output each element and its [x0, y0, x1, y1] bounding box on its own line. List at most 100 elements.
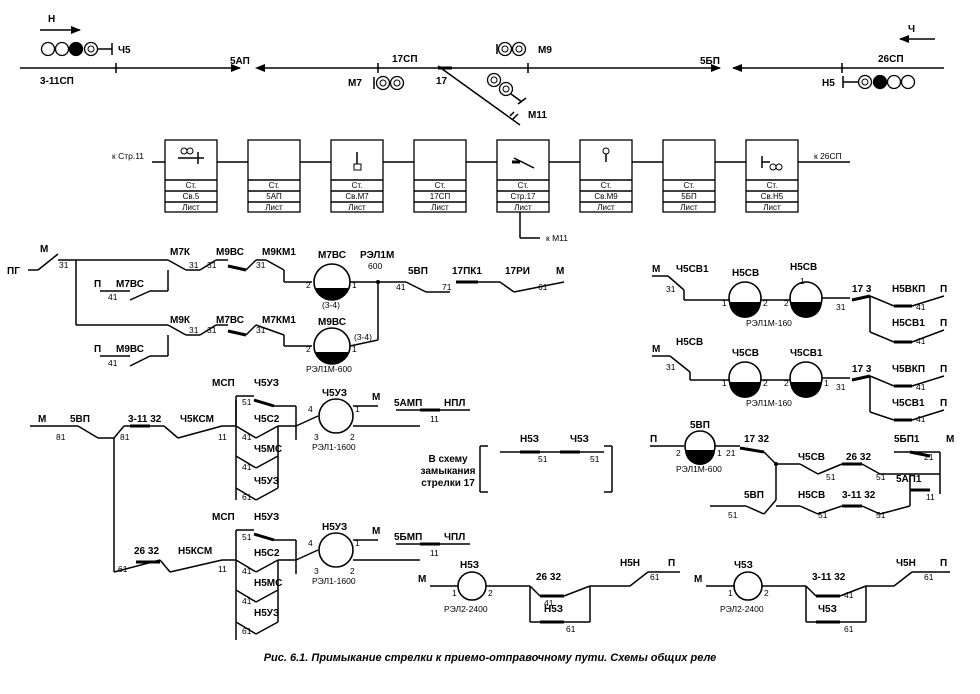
diagram-label: М: [556, 266, 564, 277]
diagram-label: Лист: [763, 203, 781, 212]
diagram-label: Св.Н5: [761, 192, 784, 201]
diagram-label: 5БМП: [394, 532, 422, 543]
circuit-line: [911, 409, 945, 421]
diagram-label: Н5УЗ: [254, 608, 279, 619]
label-17: 17: [436, 76, 448, 87]
diagram-label: 41: [242, 462, 252, 472]
circuit-line: [255, 621, 279, 635]
label-k-str11: к Стр.11: [112, 151, 144, 161]
diagram-label: Н5СВ: [732, 268, 759, 279]
diagram-label: Н5ВКП: [892, 284, 925, 295]
label-5ap: 5АП: [230, 56, 250, 67]
diagram-label: Ч5УЗ: [254, 378, 279, 389]
diagram-label: 2: [764, 588, 769, 598]
relay-n5z: [457, 571, 487, 601]
diagram-label: (3-4): [354, 332, 372, 342]
diagram-label: 41: [916, 302, 926, 312]
diagram-label: Н5УЗ: [254, 512, 279, 523]
diagram-label: Н5КСМ: [178, 546, 212, 557]
diagram-label: 61: [924, 572, 934, 582]
circuit-line: [199, 324, 217, 336]
diagram-label: РЭЛ1-1600: [312, 442, 356, 452]
diagram-label: Н5СВ: [798, 490, 825, 501]
diagram-label: 5ВП: [744, 490, 764, 501]
circuit-line: [763, 451, 777, 465]
diagram-label: П: [940, 364, 947, 375]
circuit-line: [799, 463, 819, 475]
circuit-line: [315, 288, 349, 301]
circuit-line: [163, 425, 179, 439]
diagram-label: Ч5СВ: [732, 348, 759, 359]
diagram-label: ЧПЛ: [444, 532, 465, 543]
circuit-line: [177, 425, 223, 439]
diagram-label: 51: [242, 532, 252, 542]
diagram-label: М7ВС: [216, 315, 244, 326]
diagram-label: 31: [189, 325, 199, 335]
circuit-line: [667, 275, 685, 291]
diagram-label: 2: [763, 378, 768, 388]
circuit-line: [879, 505, 911, 515]
diagram-label: 51: [538, 454, 548, 464]
circuit-line: [255, 425, 279, 439]
label-k-m11: к М11: [546, 233, 568, 243]
diagram-label: Ч5СВ1: [892, 398, 925, 409]
circuit-line: [253, 398, 275, 408]
signal-lamp-icon: [40, 41, 56, 57]
diagram-label: 81: [120, 432, 130, 442]
signal-label-m7: М7: [348, 78, 362, 89]
signal-m9: М9: [496, 41, 552, 57]
diagram-label: 600: [368, 261, 382, 271]
circuit-line: [515, 45, 523, 53]
track-plan: Н Ч 3-11СП 5АП 17СП 17 5БП 26СП: [20, 14, 944, 126]
diagram-label: 1: [800, 276, 805, 286]
diagram-label: Лист: [431, 203, 449, 212]
circuit-line: [113, 425, 125, 439]
diagram-label: Н5С2: [254, 548, 280, 559]
circuit-line: [227, 264, 247, 272]
diagram-label: 41: [242, 596, 252, 606]
diagram-label: 31: [836, 302, 846, 312]
track-branch: [437, 65, 521, 126]
diagram-label: Лист: [348, 203, 366, 212]
circuit-line: [869, 331, 895, 343]
diagram-label: РЭЛ1-1600: [312, 576, 356, 586]
diagram-label: Ч5СВ: [798, 452, 825, 463]
diagram-label: 17 32: [744, 434, 769, 445]
circuit-line: [909, 450, 931, 458]
diagram-label: 2: [784, 298, 789, 308]
diagram-label: 41: [916, 382, 926, 392]
label-26sp: 26СП: [878, 54, 904, 65]
diagram-label: Н5СВ1: [892, 318, 925, 329]
circuit-line: [497, 41, 513, 57]
diagram-label: П: [668, 558, 675, 569]
diagram-label: 17 3: [852, 364, 872, 375]
diagram-label: 41: [108, 292, 118, 302]
circuit-line: [851, 294, 871, 302]
diagram-label: М9ВС: [116, 344, 144, 355]
circuit-line: [253, 532, 275, 542]
label-3-11sp: 3-11СП: [40, 76, 74, 87]
circuit-line: [389, 75, 405, 91]
circuit-line: [167, 324, 187, 336]
diagram-label: 3: [314, 566, 319, 576]
diagram-label: 2: [488, 588, 493, 598]
circuit-line: [393, 79, 401, 87]
diagram-label: 2: [306, 280, 311, 290]
diagram-label: Н5УЗ: [322, 522, 347, 533]
figure-caption: Рис. 6.1. Примыкание стрелки к приемо-от…: [263, 652, 717, 664]
circuit-line: [563, 585, 591, 597]
diagram-label: М: [418, 574, 426, 585]
diagram-label: Ч5С2: [254, 414, 280, 425]
circuit-line: [164, 139, 218, 213]
diagram-label: 5АМП: [394, 398, 422, 409]
circuit-line: [330, 139, 384, 213]
diagram-label: 17РИ: [505, 266, 530, 277]
circuit-line: [501, 45, 509, 53]
circuit-line: [510, 93, 523, 103]
circuit-line: [255, 455, 279, 469]
diagram-label: 41: [916, 336, 926, 346]
circuit-line: [513, 157, 535, 169]
circuit-line: [496, 139, 550, 213]
diagram-label: Ст.: [601, 181, 612, 190]
insulating-joint: [509, 111, 515, 117]
